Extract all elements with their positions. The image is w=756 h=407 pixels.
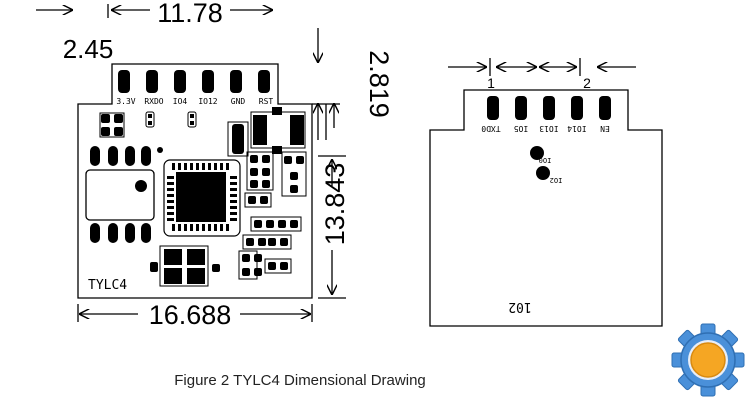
dim-body-height-label: 13.843 — [320, 163, 350, 246]
back-test-point-io0: IO0 — [539, 156, 552, 164]
dim-body-height — [318, 155, 346, 299]
front-module-name: TYLC4 — [88, 278, 127, 293]
front-view: 3.3V RXDO IO4 IO12 GND RST — [36, 0, 394, 330]
back-pin-label-io13: IO13 — [539, 124, 558, 133]
pin-label-rst: RST — [259, 97, 274, 106]
dim-top-width — [36, 4, 272, 18]
dim-tab-height-label: 2.819 — [364, 50, 394, 118]
pin-label-3v3: 3.3V — [116, 97, 135, 106]
back-pitch-arrows — [448, 58, 636, 76]
back-test-point-io2: IO2 — [550, 176, 563, 184]
front-header-pads — [118, 70, 270, 93]
back-pin-label-io5: IO5 — [514, 124, 529, 133]
dim-overall-width-label: 16.688 — [149, 300, 232, 330]
dim-pin-pitch-label: 2.45 — [63, 34, 114, 64]
back-pin-label-txd0: TXD0 — [481, 124, 500, 133]
back-marking: 102 — [508, 299, 531, 314]
front-right-passives — [150, 155, 304, 276]
front-crystal-pads-top — [90, 146, 151, 166]
front-power-block — [227, 107, 306, 157]
dim-top-width-label: 11.78 — [157, 0, 223, 28]
gear-icon — [671, 323, 745, 397]
pin-label-gnd: GND — [231, 97, 246, 106]
front-capacitor-pair — [99, 112, 125, 138]
front-small-resistors — [145, 111, 197, 128]
front-flash-chip — [85, 169, 155, 221]
figure-caption: Figure 2 TYLC4 Dimensional Drawing — [174, 372, 426, 389]
back-pin-label-en: EN — [600, 124, 610, 133]
pin-label-rxd0: RXDO — [144, 97, 163, 106]
back-view: EN IO14 IO13 IO5 TXD0 1 2 IO0 IO2 102 — [429, 58, 663, 327]
pin-label-io4: IO4 — [173, 97, 188, 106]
back-pin-number-2: 2 — [583, 75, 591, 91]
pin-label-io12: IO12 — [198, 97, 217, 106]
front-main-chip — [163, 159, 241, 237]
dim-overall-width — [77, 304, 313, 322]
front-bottom-pads — [159, 245, 209, 287]
back-header-pads — [487, 96, 611, 120]
dim-tab-height — [312, 28, 340, 140]
back-board-outline — [429, 89, 663, 327]
back-pin-label-io14: IO14 — [567, 124, 586, 133]
back-pin-number-1: 1 — [487, 75, 495, 91]
front-crystal-pads-bottom — [90, 223, 151, 243]
